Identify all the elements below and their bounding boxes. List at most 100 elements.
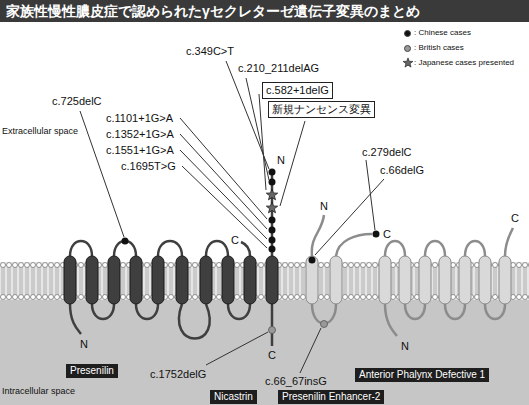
light-helices	[306, 256, 511, 304]
mutation-label: c.1752delG	[150, 368, 206, 381]
case-dot	[269, 179, 276, 186]
leader-line	[180, 150, 267, 239]
case-dot	[269, 327, 276, 334]
case-star	[266, 202, 277, 213]
terminus-label: N	[80, 338, 88, 351]
case-dot	[373, 231, 380, 238]
protein-label: Nicastrin	[210, 390, 257, 404]
legend-star	[403, 58, 413, 67]
mutation-label: c.1352+1G>A	[106, 128, 174, 141]
terminus-tail	[70, 304, 81, 334]
loop	[228, 304, 250, 319]
terminus-tail	[312, 215, 324, 256]
leader-line	[315, 179, 384, 255]
note-box: 新規ナンセンス変異	[268, 101, 375, 118]
helix	[499, 256, 511, 304]
leader-line	[366, 160, 375, 230]
case-dot	[269, 237, 276, 244]
terminus-label: N	[320, 200, 328, 213]
mutation-label: c.1551+1G>A	[106, 144, 174, 157]
helix	[222, 256, 234, 304]
node-text: Presenilin	[70, 365, 114, 377]
terminus-label: C	[383, 228, 391, 241]
leader-line	[180, 118, 267, 219]
leader-line	[182, 166, 267, 248]
node-text: Anterior Phalynx Defective 1	[359, 369, 485, 381]
helix	[266, 256, 278, 304]
loop	[179, 304, 210, 339]
helix	[419, 256, 431, 304]
node-text: Presenilin Enhancer-2	[282, 391, 380, 403]
terminus-tail	[505, 228, 513, 256]
loop	[70, 241, 92, 256]
terminus-label: C	[268, 349, 276, 362]
case-dot	[269, 227, 276, 234]
light-loops	[312, 215, 513, 336]
helix	[244, 256, 256, 304]
node-text: 新規ナンセンス変異	[272, 103, 371, 116]
helix	[176, 256, 188, 304]
loop	[485, 304, 505, 319]
mutation-label: c.66_67insG	[265, 375, 327, 388]
terminus-tail	[241, 242, 250, 256]
mutation-label: c.210_211delAG	[238, 62, 319, 75]
legend-swatch	[404, 45, 411, 52]
helix	[379, 256, 391, 304]
british-case-dots	[269, 321, 328, 334]
loop	[158, 241, 182, 256]
title-text: 家族性慢性膿皮症で認められたγセクレターゼ遺伝子変異のまとめ	[6, 3, 420, 19]
protein-label: Presenilin Enhancer-2	[278, 390, 384, 404]
helix	[330, 256, 342, 304]
loop	[425, 241, 445, 256]
terminus-label: N	[401, 340, 409, 353]
leader-line	[259, 94, 266, 190]
case-dot	[321, 321, 328, 328]
legend-swatch	[404, 30, 411, 37]
loop	[136, 304, 158, 319]
helix	[200, 256, 212, 304]
chinese-case-dots	[122, 169, 380, 264]
legend-text: : Japanese cases presented	[414, 58, 514, 68]
leader-line	[300, 328, 321, 373]
terminus-tail	[336, 234, 372, 256]
helix	[152, 256, 164, 304]
case-dot	[269, 217, 276, 224]
terminus-label: C	[231, 234, 239, 247]
loop	[465, 241, 485, 256]
terminus-tail	[271, 304, 274, 346]
terminus-label: C	[511, 212, 519, 225]
protein-label: Presenilin	[66, 364, 118, 378]
loop	[92, 304, 114, 319]
node-text: c.582+1delG	[266, 84, 329, 97]
mutation-label: c.349C>T	[186, 45, 234, 58]
mutation-box: c.582+1delG	[262, 82, 333, 99]
loop	[385, 241, 405, 256]
helix	[399, 256, 411, 304]
case-dot	[122, 238, 129, 245]
helix	[108, 256, 120, 304]
mutation-label: c.1101+1G>A	[106, 112, 173, 125]
helix	[479, 256, 491, 304]
loop	[445, 304, 465, 319]
leader-line	[206, 332, 268, 365]
presenilin-loops	[70, 170, 272, 346]
mutation-label: c.1695T>G	[121, 160, 176, 173]
mutation-label: c.279delC	[362, 146, 412, 159]
helix	[459, 256, 471, 304]
region-label: Extracellular space	[2, 126, 78, 136]
loop	[206, 241, 228, 256]
terminus-label: N	[277, 154, 285, 167]
helix	[306, 256, 318, 304]
region-label: Intracellular space	[2, 386, 75, 396]
legend-text: : British cases	[414, 43, 464, 53]
legend-text: : Chinese cases	[414, 28, 471, 38]
terminus-tail	[385, 304, 397, 336]
loop	[405, 304, 425, 319]
case-dot	[269, 246, 276, 253]
mutation-label: c.66delG	[380, 164, 424, 177]
helix	[130, 256, 142, 304]
leader-lines	[80, 61, 384, 373]
node-text: Nicastrin	[214, 391, 253, 403]
helix	[86, 256, 98, 304]
